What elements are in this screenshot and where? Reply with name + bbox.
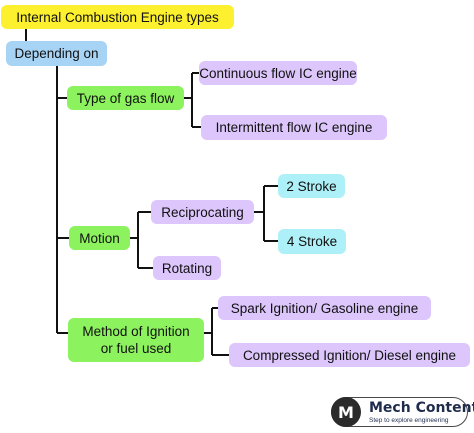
logo-tagline: Step to explore engineering — [369, 417, 449, 424]
logo-brand-name: Mech Content — [369, 400, 474, 416]
mech-content-logo: M Mech Content Step to explore engineeri… — [331, 397, 474, 427]
spark-ignition-node: Spark Ignition/ Gasoline engine — [218, 296, 431, 320]
ignition-line-1: Method of Ignition — [82, 324, 190, 339]
rotating-node: Rotating — [153, 256, 221, 280]
depending-on-node: Depending on — [6, 41, 107, 66]
motion-node: Motion — [69, 226, 130, 250]
root-node: Internal Combustion Engine types — [1, 5, 234, 29]
ignition-method-node: Method of Ignition or fuel used — [68, 318, 204, 362]
reciprocating-node: Reciprocating — [151, 200, 254, 224]
continuous-flow-node: Continuous flow IC engine — [199, 61, 357, 85]
four-stroke-node: 4 Stroke — [278, 229, 346, 254]
logo-mark-icon: M — [331, 397, 361, 427]
compressed-ignition-node: Compressed Ignition/ Diesel engine — [229, 343, 470, 367]
ignition-line-2: or fuel used — [100, 341, 172, 356]
gas-flow-node: Type of gas flow — [67, 86, 184, 110]
intermittent-flow-node: Intermittent flow IC engine — [201, 115, 387, 140]
two-stroke-node: 2 Stroke — [278, 174, 345, 198]
